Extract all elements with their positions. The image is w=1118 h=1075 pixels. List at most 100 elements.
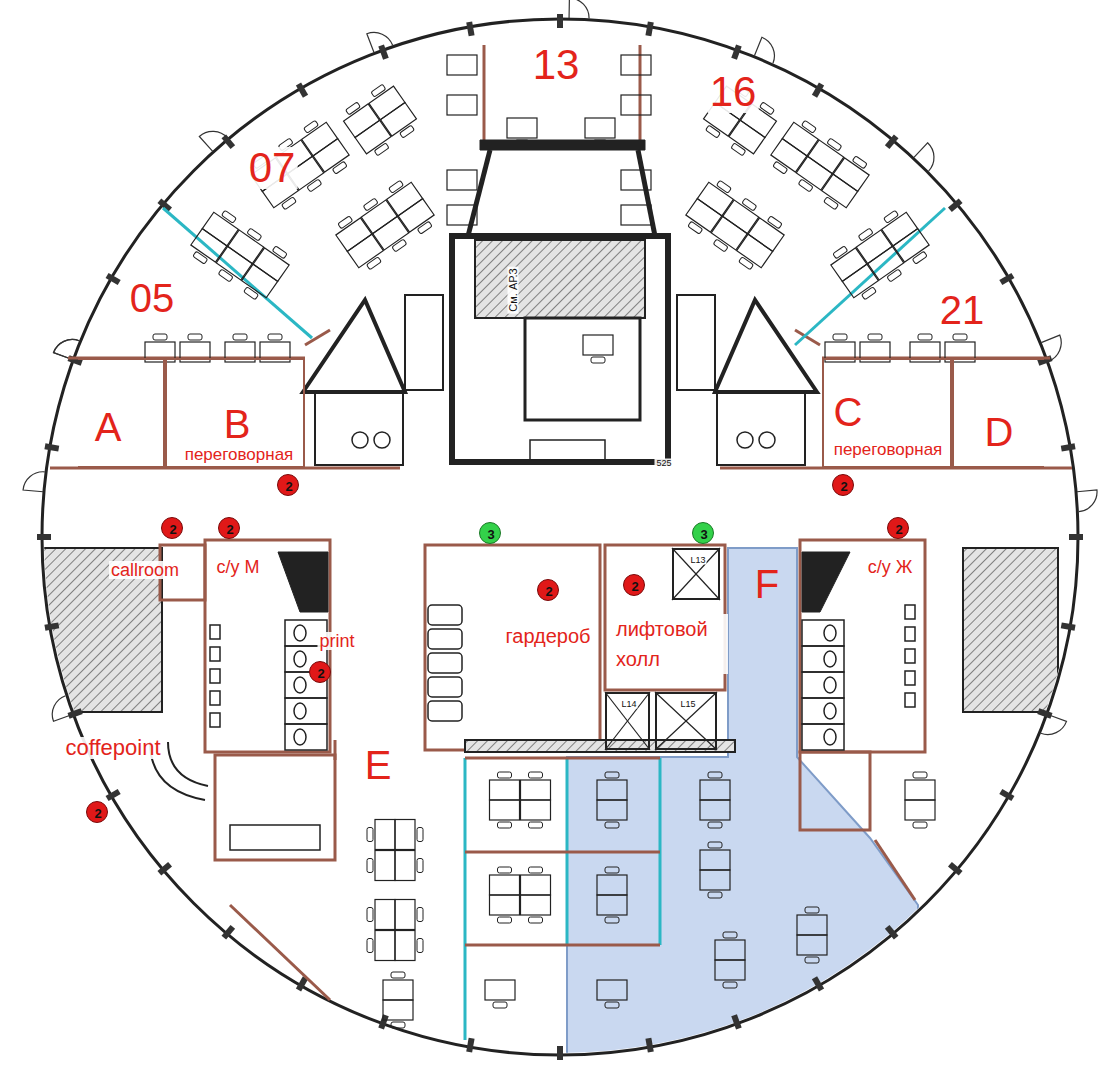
furniture-part-part: [521, 895, 551, 915]
windows-part: [466, 1038, 474, 1053]
walls-part: [875, 840, 915, 900]
room-box: D: [952, 358, 1044, 468]
furniture-part-part: [833, 334, 847, 340]
furniture-part-part: [585, 118, 615, 138]
furniture-part-part: [605, 772, 619, 778]
furniture-part-part: [711, 216, 747, 250]
furniture-part: [490, 867, 551, 923]
furniture-part-part: [861, 287, 876, 300]
furniture-part: [490, 772, 551, 828]
furniture-part-part: [392, 239, 407, 252]
furniture-part-part: [400, 125, 415, 138]
callout-number: 2: [887, 517, 909, 539]
furniture-part-part: [346, 102, 361, 115]
furniture-part-part: [605, 867, 619, 873]
glass-partitions-part: [163, 208, 312, 338]
room-label: лифтовой холл: [614, 614, 728, 674]
furniture-part: [597, 867, 627, 923]
callout-number: 2: [537, 579, 559, 601]
furniture-part-part: [591, 357, 605, 363]
furniture-part-part: [447, 55, 477, 75]
windows-part: [106, 273, 121, 285]
furniture-part-part: [153, 334, 167, 340]
furniture-part-part: [498, 822, 512, 828]
furniture-part-part: [529, 772, 543, 778]
callout-text: 3: [487, 528, 494, 541]
furniture-part-part: [395, 851, 415, 881]
stair-hatch: [40, 548, 1058, 712]
core-part: [525, 318, 640, 420]
windows-part: [557, 14, 563, 28]
glass-partitions-part: [795, 208, 945, 345]
furniture-part-part: [493, 1002, 507, 1008]
zone-label: F: [735, 555, 795, 610]
furniture-part-part: [188, 334, 202, 340]
area-number: 07: [247, 147, 298, 189]
walls-part: [230, 905, 330, 1000]
furniture-part-part: [375, 820, 395, 850]
furniture-part-part: [715, 940, 745, 960]
windows-part: [731, 45, 741, 60]
furniture-part-part: [521, 780, 551, 800]
furniture-part-part: [913, 822, 927, 828]
furniture-part-part: [723, 932, 737, 938]
walls-part: [800, 752, 870, 830]
furniture-part-part: [708, 892, 722, 898]
furniture-part-part: [367, 908, 373, 922]
windows-part: [948, 862, 963, 876]
furniture-part-part: [191, 229, 227, 263]
furniture-part-part: [529, 867, 543, 873]
windows-part: [1061, 622, 1076, 630]
kitchen-fittings-part: [737, 432, 753, 448]
walls-part: [334, 740, 337, 760]
furniture-part-part: [395, 900, 415, 930]
furniture-part-part: [700, 800, 730, 820]
walls: [50, 45, 1072, 1000]
callout-text: 2: [895, 523, 902, 536]
furniture-part-part: [498, 917, 512, 923]
kitchen-fittings: [230, 432, 775, 850]
callout-text: 2: [545, 585, 552, 598]
furniture-part-part: [375, 851, 395, 881]
windows-part: [222, 925, 236, 940]
windows-part: [645, 1038, 653, 1053]
furniture-part-part: [529, 822, 543, 828]
callout-number: 2: [623, 574, 645, 596]
furniture-part-part: [371, 84, 386, 97]
furniture-part-part: [447, 95, 477, 115]
area-number: 13: [531, 44, 582, 86]
area-number: 16: [708, 71, 759, 113]
furniture-part-part: [347, 234, 383, 268]
walls-part: [205, 540, 330, 752]
area-number: 21: [938, 290, 987, 330]
furniture-part: [186, 206, 293, 305]
sanitary-part: [210, 647, 220, 661]
furniture-part-part: [447, 170, 477, 190]
room-label: L15: [679, 700, 696, 709]
furniture: [145, 55, 975, 1028]
core-part: [303, 300, 405, 392]
windows-part: [23, 472, 45, 492]
windows-part: [1061, 443, 1076, 451]
sanitary-part: [294, 625, 306, 641]
lift-shafts-part: [672, 548, 720, 600]
open-space-zone: [567, 548, 918, 1075]
sanitary: [210, 605, 915, 750]
furniture-part-part: [868, 246, 904, 280]
lift-box: L15: [655, 692, 717, 750]
lift-shafts-part: [605, 692, 650, 750]
glass-partitions: [163, 208, 945, 1040]
windows-part: [222, 134, 236, 149]
room-box: A: [78, 358, 165, 468]
windows-part: [731, 1014, 741, 1029]
kitchen-fittings-part: [374, 432, 390, 448]
furniture-part: [331, 176, 438, 275]
furniture-part-part: [731, 143, 746, 156]
furniture-part-part: [380, 103, 416, 137]
windows-part: [557, 1046, 563, 1060]
furniture-part-part: [621, 205, 651, 225]
furniture-part-part: [521, 875, 551, 895]
furniture-part-part: [363, 198, 378, 211]
